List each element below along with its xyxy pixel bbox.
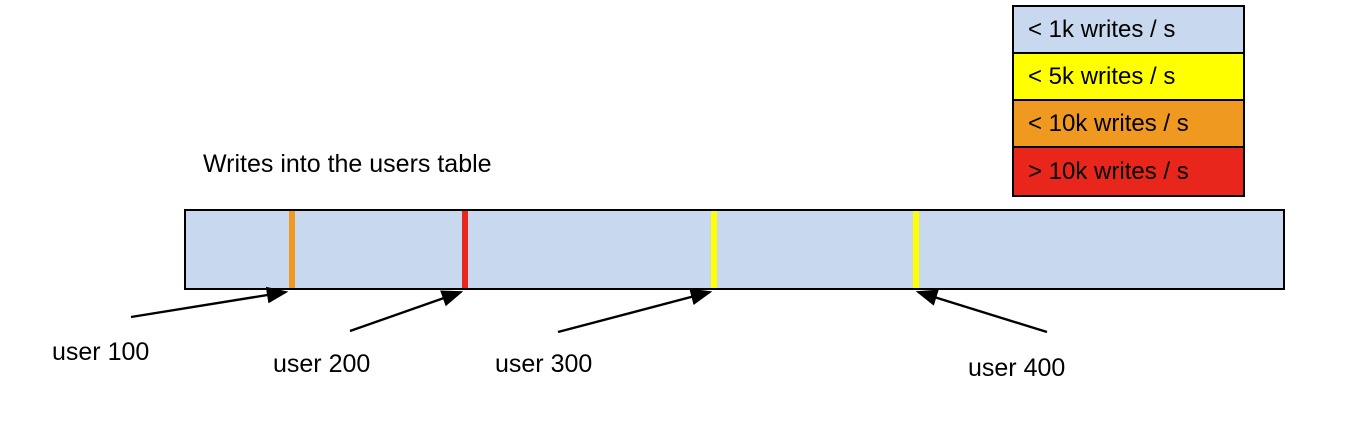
label-user-400: user 400 [968, 354, 1066, 382]
stripe-user-400 [913, 211, 919, 288]
users-table-keyspace-bar [184, 209, 1285, 290]
diagram-caption: Writes into the users table [203, 150, 492, 178]
label-user-300: user 300 [495, 350, 593, 378]
arrow-user-100 [130, 286, 289, 319]
legend-row-lt-1k: < 1k writes / s [1014, 7, 1243, 54]
legend-label-lt-10k: < 10k writes / s [1028, 109, 1189, 137]
stripe-user-100 [289, 211, 295, 288]
legend-label-lt-1k: < 1k writes / s [1028, 15, 1176, 43]
arrow-user-300 [557, 288, 713, 334]
arrow-user-400 [915, 289, 1048, 334]
legend-row-gt-10k: > 10k writes / s [1014, 148, 1243, 195]
arrow-user-200 [349, 290, 464, 333]
label-user-100: user 100 [52, 338, 150, 366]
label-user-200: user 200 [273, 350, 371, 378]
stripe-user-200 [462, 211, 468, 288]
legend-label-gt-10k: > 10k writes / s [1028, 157, 1189, 185]
legend-label-lt-5k: < 5k writes / s [1028, 62, 1176, 90]
stripe-user-300 [711, 211, 717, 288]
write-rate-legend: < 1k writes / s < 5k writes / s < 10k wr… [1012, 5, 1245, 197]
legend-row-lt-5k: < 5k writes / s [1014, 54, 1243, 101]
legend-row-lt-10k: < 10k writes / s [1014, 101, 1243, 148]
